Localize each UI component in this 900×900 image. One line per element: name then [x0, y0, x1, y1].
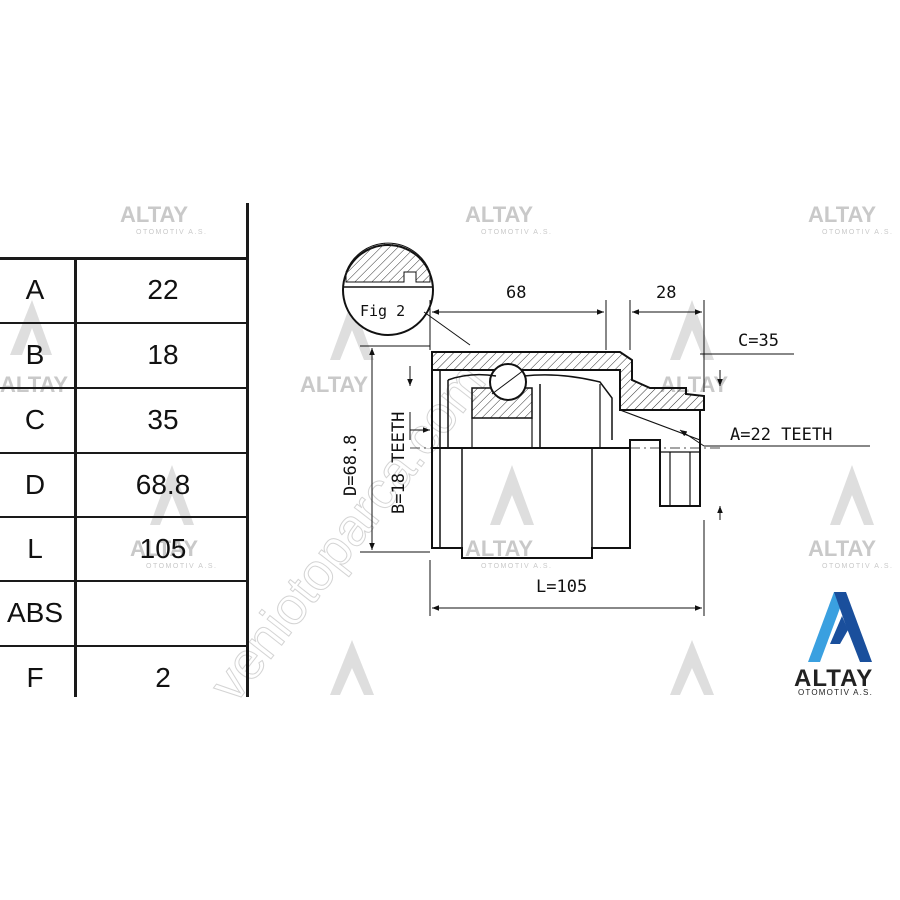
dimension-l: L=105: [429, 520, 705, 616]
dimension-a: A=22 TEETH: [679, 425, 870, 447]
dim-label-a: A=22 TEETH: [730, 425, 832, 445]
svg-text:ALTAY: ALTAY: [808, 202, 876, 227]
param-value-l: 105: [139, 533, 187, 564]
logo-brand-text: ALTAY: [794, 665, 873, 692]
svg-text:OTOMOTIV A.S.: OTOMOTIV A.S.: [481, 563, 553, 570]
svg-text:ALTAY: ALTAY: [465, 536, 533, 561]
watermark-mark: [10, 300, 874, 695]
dim-label-d: D=68.8: [341, 435, 361, 496]
dim-label-68: 68: [506, 283, 526, 303]
param-label-b: B: [25, 339, 45, 370]
param-value-b: 18: [147, 339, 179, 370]
altay-logo: ALTAY OTOMOTIV A.S.: [794, 592, 873, 696]
svg-text:OTOMOTIV A.S.: OTOMOTIV A.S.: [136, 229, 208, 236]
dim-label-28: 28: [656, 283, 676, 303]
table-divider: [0, 580, 249, 582]
param-label-a: A: [25, 274, 45, 305]
table-divider: [246, 203, 249, 697]
param-label-abs: ABS: [6, 597, 64, 628]
watermark-brand-text: ALTAY OTOMOTIV A.S. ALTAY OTOMOTIV A.S. …: [0, 202, 894, 570]
svg-text:ALTAY: ALTAY: [808, 536, 876, 561]
svg-text:ALTAY: ALTAY: [120, 202, 188, 227]
table-divider: [0, 516, 249, 518]
param-label-c: C: [24, 404, 46, 435]
svg-text:OTOMOTIV A.S.: OTOMOTIV A.S.: [146, 563, 218, 570]
logo-mark-dark: [834, 592, 872, 662]
dim-label-l: L=105: [536, 577, 587, 597]
svg-text:ALTAY: ALTAY: [130, 536, 198, 561]
joint-outline: [410, 351, 720, 559]
dim-label-b: B=18 TEETH: [389, 412, 409, 514]
param-value-d: 68.8: [135, 469, 191, 500]
dimension-68: 68: [429, 283, 607, 350]
param-label-l: L: [27, 533, 43, 564]
param-value-f: 2: [155, 662, 171, 693]
svg-text:OTOMOTIV A.S.: OTOMOTIV A.S.: [822, 229, 894, 236]
table-divider: [0, 257, 249, 260]
logo-sub-text: OTOMOTIV A.S.: [798, 688, 873, 696]
table-divider: [0, 387, 249, 389]
table-divider: [0, 645, 249, 647]
table-divider: [74, 257, 77, 697]
fig-detail-circle: Fig 2: [342, 242, 471, 346]
dimension-28: 28: [629, 283, 705, 392]
dim-label-c: C=35: [738, 331, 779, 351]
param-value-c: 35: [147, 404, 179, 435]
param-label-f: F: [26, 662, 44, 693]
fig-label: Fig 2: [360, 302, 405, 320]
dimension-d: D=68.8: [341, 345, 430, 553]
svg-text:ALTAY: ALTAY: [0, 372, 68, 397]
table-divider: [0, 322, 249, 324]
param-value-a: 22: [147, 274, 179, 305]
logo-mark-light: [808, 592, 846, 662]
table-divider: [0, 452, 249, 454]
svg-text:OTOMOTIV A.S.: OTOMOTIV A.S.: [481, 229, 553, 236]
dimension-c: C=35: [700, 331, 794, 520]
svg-text:ALTAY: ALTAY: [300, 372, 368, 397]
svg-text:ALTAY: ALTAY: [465, 202, 533, 227]
dimension-b: B=18 TEETH: [389, 366, 430, 514]
param-label-d: D: [24, 469, 46, 500]
svg-text:OTOMOTIV A.S.: OTOMOTIV A.S.: [822, 563, 894, 570]
